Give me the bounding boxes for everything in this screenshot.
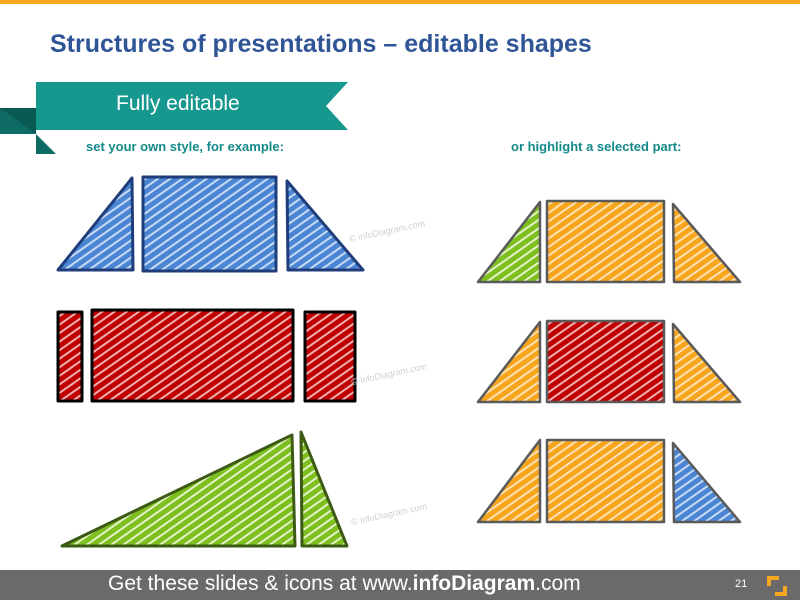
left-row-1 (56, 175, 365, 273)
left-row-2 (56, 308, 357, 403)
red-rectangle (90, 308, 295, 403)
slide-title: Structures of presentations – editable s… (50, 30, 592, 58)
orange-right-triangle (671, 202, 742, 284)
subtitle-right: or highlight a selected part: (511, 139, 682, 154)
red-left-block (56, 310, 84, 403)
infodiagram-logo-icon (767, 576, 787, 596)
highlight-red-rectangle (545, 319, 666, 404)
banner-label: Fully editable (116, 92, 240, 115)
highlight-blue-triangle (671, 441, 742, 524)
subtitle-left: set your own style, for example: (86, 139, 284, 154)
orange-left-triangle (476, 438, 542, 524)
orange-right-triangle (671, 322, 742, 404)
page-number: 21 (735, 578, 748, 590)
banner-ribbon (0, 82, 348, 154)
footer-bar: Get these slides & icons at www.infoDiag… (0, 570, 800, 600)
right-row-3 (476, 438, 742, 524)
right-row-2 (476, 319, 742, 404)
shapes-canvas: © infoDiagram.com © infoDiagram.com © in… (56, 175, 742, 548)
top-accent-bar (0, 0, 800, 4)
red-right-block (303, 310, 357, 403)
footer-text[interactable]: Get these slides & icons at www.infoDiag… (108, 572, 581, 595)
green-large-triangle (60, 433, 297, 548)
watermark: © infoDiagram.com (350, 361, 428, 387)
right-row-1 (476, 199, 742, 284)
left-row-3 (60, 430, 349, 548)
blue-rectangle (141, 175, 278, 273)
orange-rectangle (545, 199, 666, 284)
orange-rectangle (545, 438, 666, 524)
orange-left-triangle (476, 320, 542, 404)
blue-left-triangle (56, 176, 135, 272)
green-small-triangle (299, 430, 349, 548)
highlight-green-triangle (476, 200, 542, 284)
watermark: © infoDiagram.com (350, 501, 428, 527)
watermark: © infoDiagram.com (348, 218, 426, 244)
blue-right-triangle (285, 179, 365, 272)
